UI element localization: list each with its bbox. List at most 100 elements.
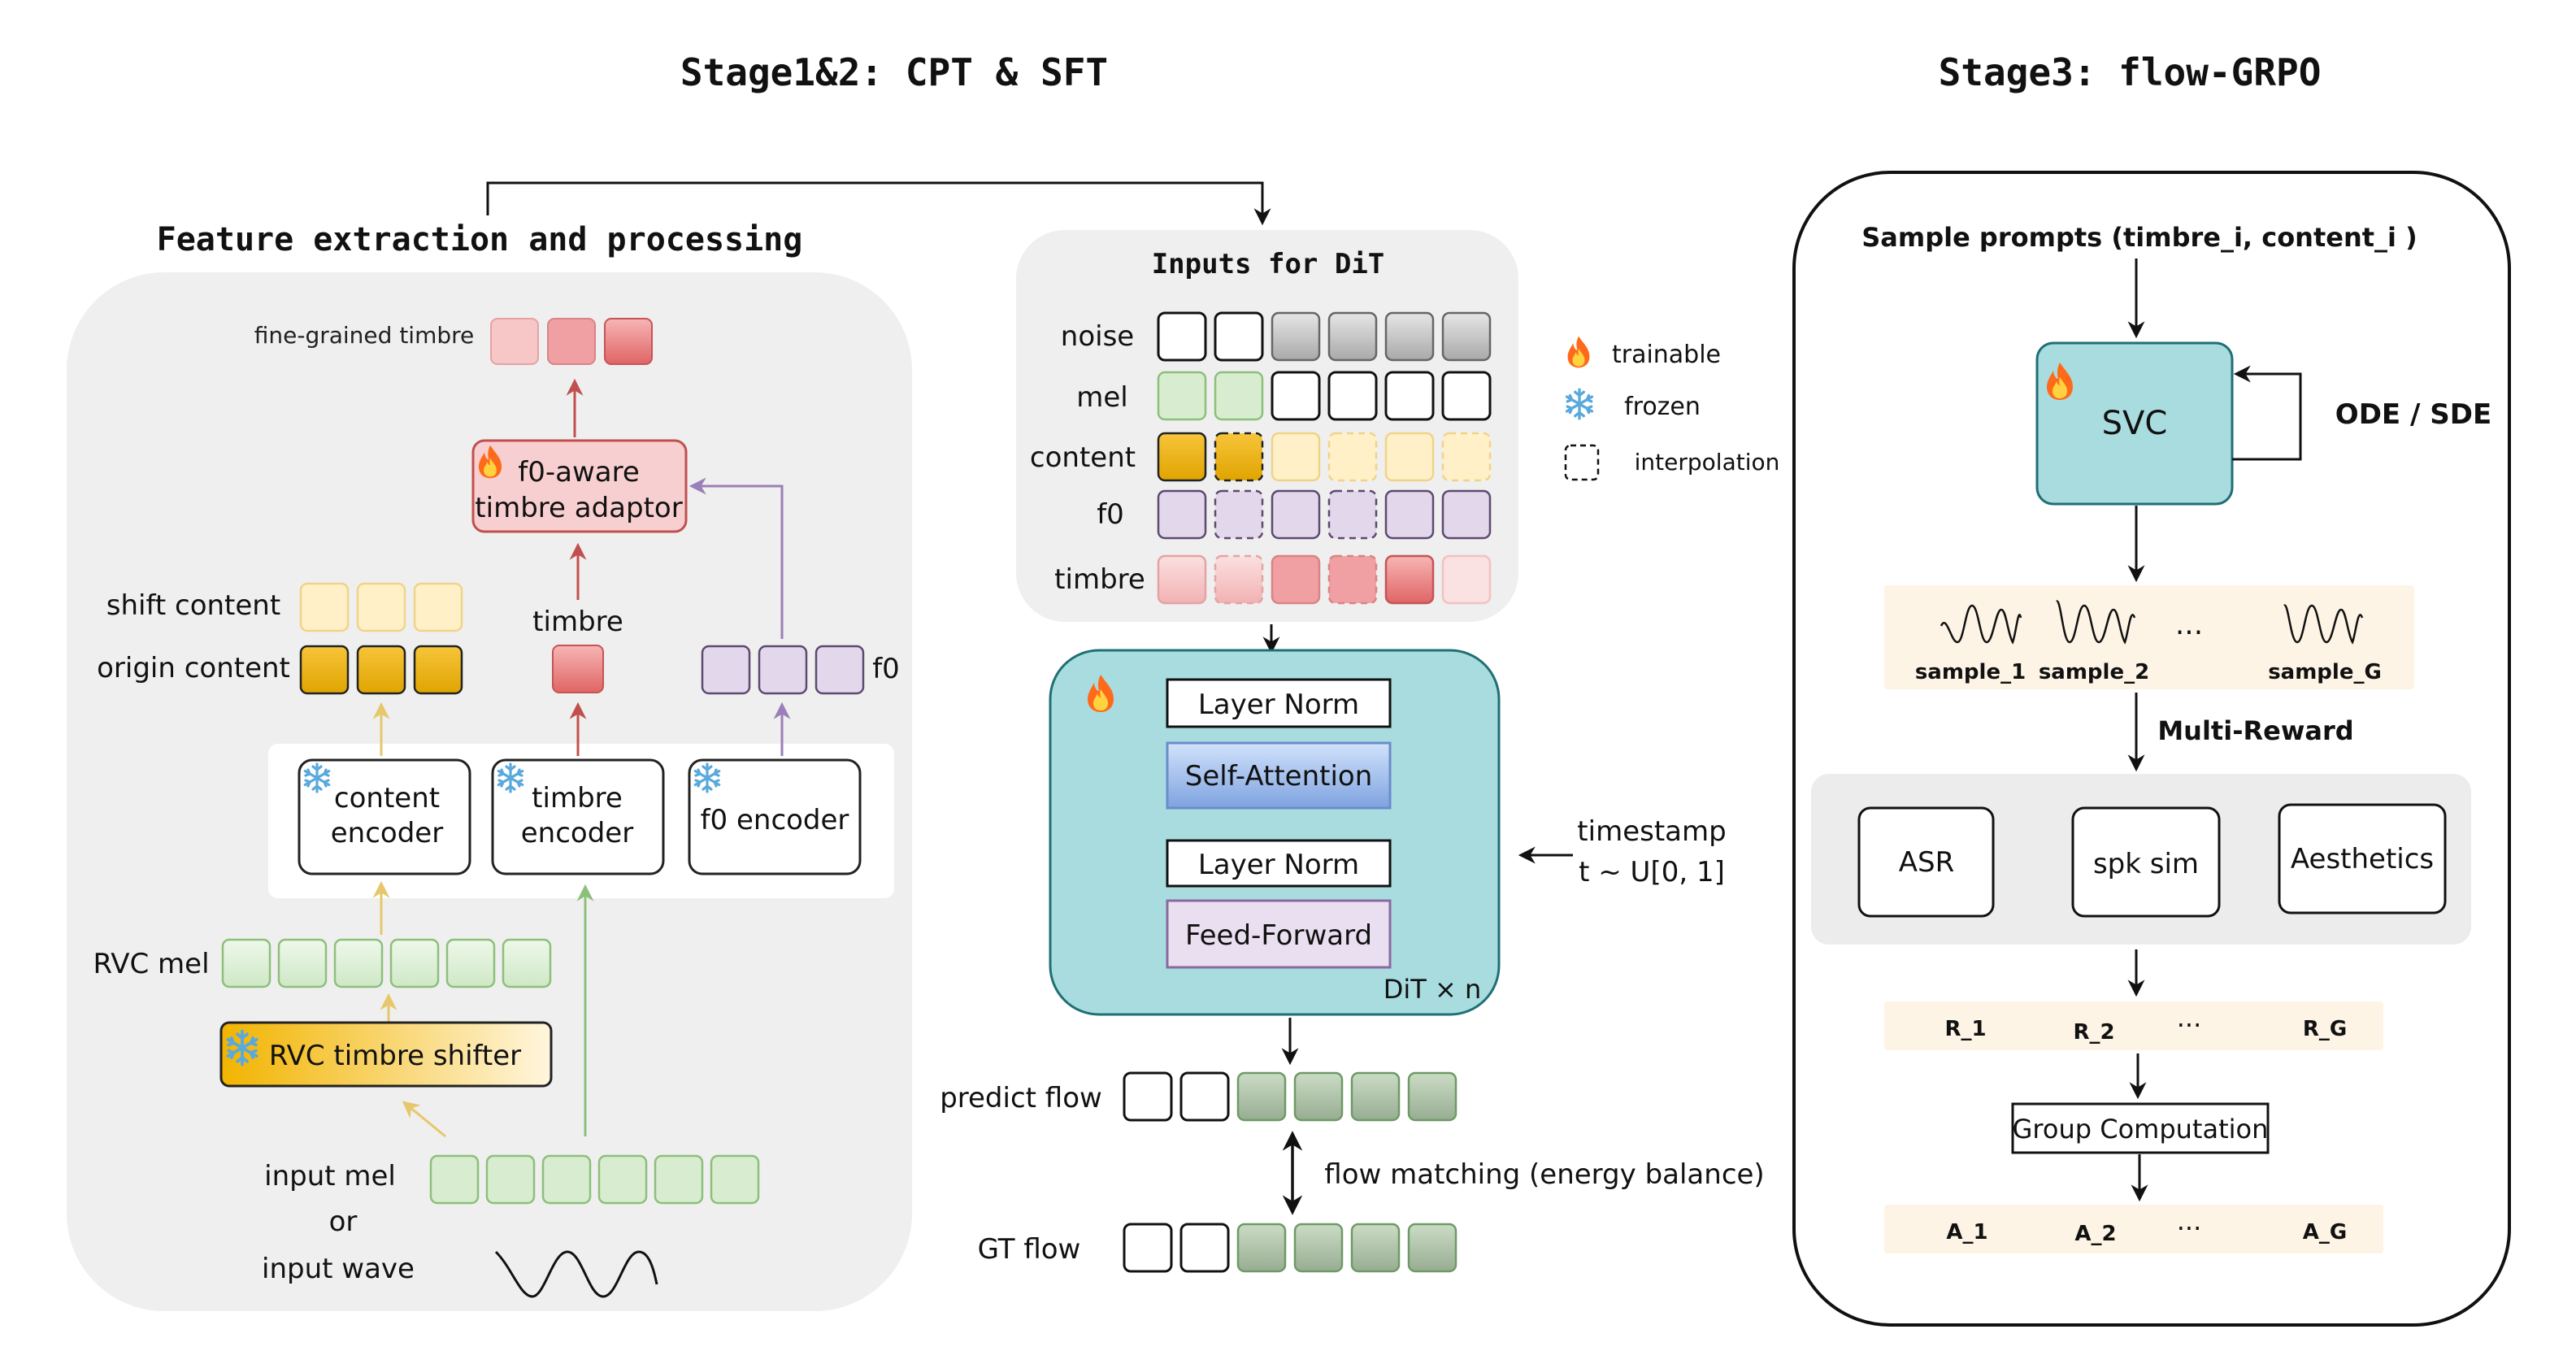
- ode-sde-loop-arrow: [2232, 365, 2302, 461]
- content-cells: [1157, 432, 1492, 482]
- content-cell-interp: [1214, 432, 1264, 482]
- dit-row-label: f0: [1097, 498, 1124, 531]
- predict-flow-cell: [1350, 1071, 1401, 1122]
- fg-timbre-cell: [490, 318, 539, 365]
- timbre-encoder-line2: encoder: [521, 817, 633, 849]
- rvc-mel-cell: [389, 938, 440, 988]
- mel-cell: [1271, 371, 1321, 421]
- mel-cell: [1327, 371, 1378, 421]
- dit-row-label: mel: [1076, 381, 1127, 414]
- dit-row-label: timbre: [1054, 563, 1145, 596]
- timestamp-line1: timestamp: [1577, 815, 1726, 848]
- origin-content-cells: [299, 645, 463, 695]
- legend-interpolation-swatch: [1564, 444, 1600, 481]
- origin-content-cell: [356, 645, 406, 695]
- noise-cells: [1157, 311, 1492, 362]
- feature-heading: Feature extraction and processing: [157, 221, 803, 258]
- input-wave-icon: [494, 1250, 658, 1298]
- sample-label: sample_2: [2039, 660, 2149, 684]
- noise-cell: [1384, 311, 1435, 362]
- r-value: R_1: [1944, 1017, 1986, 1041]
- a-value: A_G: [2303, 1220, 2347, 1245]
- aesthetics-box: [2278, 803, 2447, 914]
- layer-norm-1-box: [1166, 678, 1392, 728]
- or-label: or: [329, 1205, 358, 1238]
- feed-forward-label: Feed-Forward: [1185, 919, 1372, 952]
- predict-flow-cell: [1293, 1071, 1344, 1122]
- gt-flow-cell: [1236, 1223, 1287, 1273]
- content-cell-interp: [1441, 432, 1492, 482]
- gt-flow-cell: [1350, 1223, 1401, 1273]
- input-mel-cell: [597, 1154, 648, 1205]
- r-values-strip: [1884, 1001, 2383, 1050]
- f0-encoder-label: f0 encoder: [701, 804, 849, 836]
- rvc-shifter-box: [219, 1021, 553, 1088]
- sample-wave-icon: [1940, 604, 2022, 645]
- layer-norm-1-label: Layer Norm: [1198, 689, 1359, 721]
- timbre-adaptor-line2: timbre adaptor: [475, 492, 682, 524]
- input-mel-cell: [485, 1154, 536, 1205]
- mel-cell: [1157, 371, 1207, 421]
- r-value: R_G: [2303, 1017, 2347, 1041]
- rvc-mel-cells: [221, 938, 552, 988]
- dit-f0-cell: [1384, 489, 1435, 540]
- noise-cell: [1327, 311, 1378, 362]
- feed-forward-box: [1166, 899, 1392, 969]
- dit-f0-cell: [1271, 489, 1321, 540]
- timbre-adaptor-line1: f0-aware: [518, 456, 640, 489]
- aesthetics-label: Aesthetics: [2291, 843, 2434, 875]
- noise-cell: [1157, 311, 1207, 362]
- content-cell: [1384, 432, 1435, 482]
- a-ellipsis: ···: [2177, 1213, 2202, 1244]
- gt-flow-cell: [1293, 1223, 1344, 1273]
- rvc-shifter-label: RVC timbre shifter: [269, 1040, 521, 1072]
- sample-wave-icon: [2055, 600, 2136, 645]
- input-mel-cells: [429, 1154, 760, 1205]
- layer-norm-2-label: Layer Norm: [1198, 849, 1359, 881]
- f0-cell: [758, 645, 808, 695]
- mel-cell: [1441, 371, 1492, 421]
- input-mel-cell: [541, 1154, 592, 1205]
- origin-content-cell: [413, 645, 463, 695]
- f0-cell: [815, 645, 865, 695]
- rvc-mel-cell: [221, 938, 272, 988]
- mel-cell: [1384, 371, 1435, 421]
- origin-content-cell: [299, 645, 350, 695]
- predict-flow-cell: [1123, 1071, 1173, 1122]
- ode-sde-label: ODE / SDE: [2335, 398, 2491, 431]
- spk-sim-box: [2071, 806, 2221, 918]
- predict-flow-cell: [1236, 1071, 1287, 1122]
- input-mel-cell: [710, 1154, 760, 1205]
- sample-wave-icon: [2283, 604, 2364, 645]
- noise-cell: [1214, 311, 1264, 362]
- dit-timbre-cells: [1157, 554, 1492, 605]
- timbre-adaptor-box: [471, 439, 688, 533]
- predict-flow-label: predict flow: [940, 1082, 1102, 1114]
- content-encoder-line2: encoder: [331, 817, 443, 849]
- r-value: R_2: [2073, 1020, 2114, 1045]
- shift-content-cell: [413, 582, 463, 632]
- predict-flow-cells: [1123, 1071, 1457, 1122]
- content-cell: [1157, 432, 1207, 482]
- dit-timbre-cell: [1384, 554, 1435, 605]
- timbre-encoder-box: [491, 758, 665, 875]
- asr-box: [1857, 806, 1995, 918]
- stage12-title: Stage1&2: CPT & SFT: [680, 50, 1108, 94]
- flow-matching-label: flow matching (energy balance): [1324, 1158, 1764, 1191]
- timestamp-line2: t ~ U[0, 1]: [1579, 856, 1725, 888]
- legend-interpolation: interpolation: [1635, 449, 1780, 476]
- svc-label: SVC: [2102, 405, 2168, 442]
- predict-flow-cell: [1407, 1071, 1457, 1122]
- fine-grained-timbre-cells: [490, 318, 653, 365]
- input-mel-label: input mel: [264, 1160, 396, 1192]
- asr-label: ASR: [1899, 846, 1954, 879]
- legend-trainable: trainable: [1612, 341, 1721, 369]
- dit-timbre-cell-interp: [1327, 554, 1378, 605]
- a-value: A_2: [2074, 1222, 2116, 1246]
- top-routing-arrow: [486, 181, 1271, 226]
- mel-cells: [1157, 371, 1492, 421]
- dit-row-label: content: [1030, 441, 1136, 474]
- fire-icon: [1567, 336, 1590, 368]
- a-value: A_1: [1946, 1220, 1987, 1245]
